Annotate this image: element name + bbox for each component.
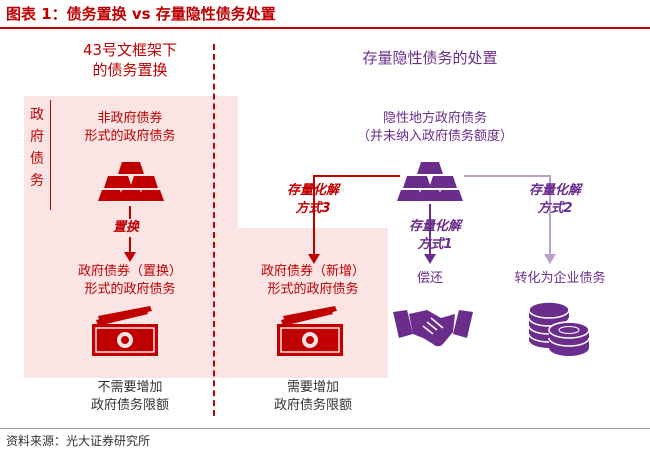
replacement-bond-line: 形式的政府债务 xyxy=(84,282,176,297)
method3-arrow xyxy=(308,175,400,264)
side-label-char: 府 xyxy=(30,129,44,145)
method1-line: 存量化解 xyxy=(408,219,461,234)
replacement-bond-label: 政府债券（置换） 形式的政府债务 xyxy=(45,263,215,299)
hidden-debt-line: （并未纳入政府债务额度） xyxy=(356,129,513,144)
right-header: 存量隐性债务的处置 xyxy=(362,49,498,67)
handshake-icon xyxy=(393,310,473,347)
hidden-debt-label: 隐性地方政府债务 （并未纳入政府债务额度） xyxy=(340,110,530,146)
side-label-char: 债 xyxy=(30,151,44,167)
middle-note: 需要增加 政府债务限额 xyxy=(238,379,388,415)
side-label: 政 府 债 务 xyxy=(28,104,46,192)
middle-note-line: 政府债务限额 xyxy=(273,398,352,413)
replacement-bond-line: 政府债券（置换） xyxy=(77,264,182,279)
method3-line: 方式3 xyxy=(295,201,331,216)
method3-line: 存量化解 xyxy=(286,183,339,198)
figure-title: 图表 1：债务置换 vs 存量隐性债务处置 xyxy=(6,5,276,23)
new-bond-line: 形式的政府债务 xyxy=(267,282,359,297)
method1-arrow xyxy=(424,204,436,264)
left-header: 43号文框架下 的债务置换 xyxy=(40,40,220,80)
panel-divider xyxy=(213,44,215,416)
method1-line: 方式1 xyxy=(417,237,453,252)
method2-line: 方式2 xyxy=(537,201,573,216)
non-bond-debt-line: 形式的政府债务 xyxy=(84,129,176,144)
method1-label: 存量化解 方式1 xyxy=(400,218,470,254)
source-footer: 资料来源：光大证券研究所 xyxy=(6,434,151,448)
non-bond-debt-label: 非政府债券 形式的政府债务 xyxy=(55,110,205,146)
swap-label: 置换 xyxy=(111,219,142,237)
left-header-line: 的债务置换 xyxy=(92,61,168,79)
left-note-line: 不需要增加 xyxy=(97,380,163,395)
method2-label: 存量化解 方式2 xyxy=(520,182,590,218)
repay-label: 偿还 xyxy=(416,271,443,286)
left-header-line: 43号文框架下 xyxy=(82,41,178,59)
coins-icon xyxy=(528,301,590,356)
new-bond-line: 政府债券（新增） xyxy=(260,264,365,279)
method3-label: 存量化解 方式3 xyxy=(278,182,348,218)
method2-arrow xyxy=(464,175,556,264)
left-note: 不需要增加 政府债务限额 xyxy=(45,379,215,415)
convert-label: 转化为企业债务 xyxy=(514,271,606,286)
left-note-line: 政府债务限额 xyxy=(90,398,169,413)
non-bond-debt-line: 非政府债券 xyxy=(97,111,163,126)
middle-note-line: 需要增加 xyxy=(286,380,339,395)
new-bond-label: 政府债券（新增） 形式的政府债务 xyxy=(238,263,388,299)
gold-bars-icon xyxy=(98,162,164,201)
side-label-char: 务 xyxy=(30,173,44,189)
gold-bars-icon xyxy=(397,162,463,201)
side-label-char: 政 xyxy=(30,107,44,123)
method2-line: 存量化解 xyxy=(528,183,581,198)
footer-rule xyxy=(0,428,650,429)
hidden-debt-line: 隐性地方政府债务 xyxy=(382,111,487,126)
title-rule xyxy=(0,27,650,29)
cash-icon xyxy=(92,306,158,356)
side-label-divider xyxy=(50,100,51,210)
cash-icon xyxy=(277,306,343,356)
